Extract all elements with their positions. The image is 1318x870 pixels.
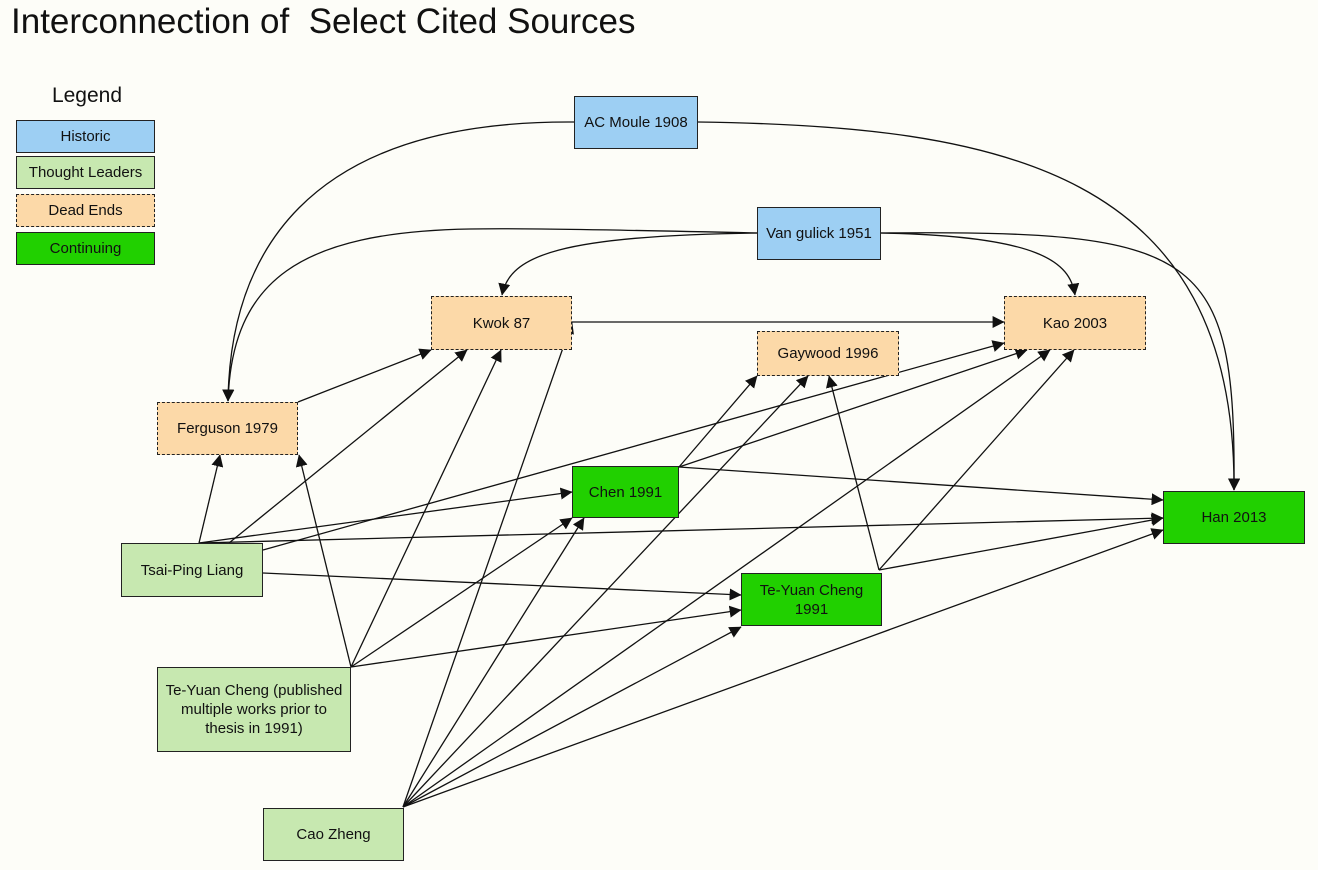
edge-tyc-prior-to-tyc1991 bbox=[350, 605, 742, 668]
edge-chen-to-han bbox=[678, 466, 1164, 506]
edge-van-gulick-to-han bbox=[880, 232, 1241, 491]
node-ferguson-1979: Ferguson 1979 bbox=[157, 402, 298, 455]
edge-tyc1991-to-han bbox=[878, 514, 1164, 571]
edge-chen-to-kao bbox=[678, 347, 1028, 468]
edge-tyc1991-to-kao bbox=[878, 349, 1075, 571]
node-gaywood-1996: Gaywood 1996 bbox=[757, 331, 899, 376]
node-han-2013: Han 2013 bbox=[1163, 491, 1305, 544]
edge-cao-to-han bbox=[402, 528, 1164, 808]
edge-chen-to-gaywood bbox=[678, 375, 758, 468]
node-ac-moule-1908: AC Moule 1908 bbox=[574, 96, 698, 149]
diagram-title: Interconnection of Select Cited Sources bbox=[11, 2, 636, 41]
edge-cao-to-chen bbox=[402, 517, 585, 808]
edge-tyc-prior-to-ferguson bbox=[295, 454, 352, 668]
edges-layer bbox=[198, 121, 1241, 808]
edge-ac-moule-to-ferguson bbox=[222, 121, 575, 402]
legend-item-historic: Historic bbox=[16, 120, 155, 153]
legend-title: Legend bbox=[51, 84, 123, 107]
edge-cao-to-tyc1991 bbox=[402, 626, 742, 808]
node-tsai-ping-liang: Tsai-Ping Liang bbox=[121, 543, 263, 597]
edge-cao-to-kao bbox=[402, 349, 1051, 808]
edge-tyc1991-to-gaywood bbox=[826, 375, 880, 571]
edge-liang-to-kao bbox=[262, 340, 1005, 551]
edge-ferguson-to-kwok bbox=[297, 348, 432, 403]
edge-liang-to-tyc1991 bbox=[262, 572, 742, 601]
node-cao-zheng: Cao Zheng bbox=[263, 808, 404, 861]
edge-liang-to-ferguson bbox=[198, 454, 224, 544]
edge-liang-to-han bbox=[198, 512, 1164, 544]
node-te-yuan-cheng-prior-works: Te-Yuan Cheng (published multiple works … bbox=[157, 667, 351, 752]
node-chen-1991: Chen 1991 bbox=[572, 466, 679, 518]
edge-van-gulick-to-kao bbox=[880, 232, 1080, 296]
edge-ac-moule-to-han bbox=[697, 121, 1241, 491]
edge-tyc-prior-to-kwok bbox=[350, 349, 502, 668]
node-te-yuan-cheng-1991: Te-Yuan Cheng 1991 bbox=[741, 573, 882, 626]
edge-tyc-prior-to-chen bbox=[350, 517, 573, 668]
legend-item-dead-ends: Dead Ends bbox=[16, 194, 155, 227]
node-kao-2003: Kao 2003 bbox=[1004, 296, 1146, 350]
edge-cao-to-kwok bbox=[402, 321, 574, 808]
node-kwok-87: Kwok 87 bbox=[431, 296, 572, 350]
legend-item-continuing: Continuing bbox=[16, 232, 155, 265]
edge-liang-to-kwok bbox=[228, 349, 468, 544]
edge-van-gulick-to-ferguson bbox=[222, 228, 758, 402]
edge-cao-to-gaywood bbox=[402, 375, 809, 808]
node-van-gulick-1951: Van gulick 1951 bbox=[757, 207, 881, 260]
edge-van-gulick-to-kwok bbox=[498, 232, 758, 296]
legend-item-thought-leaders: Thought Leaders bbox=[16, 156, 155, 189]
